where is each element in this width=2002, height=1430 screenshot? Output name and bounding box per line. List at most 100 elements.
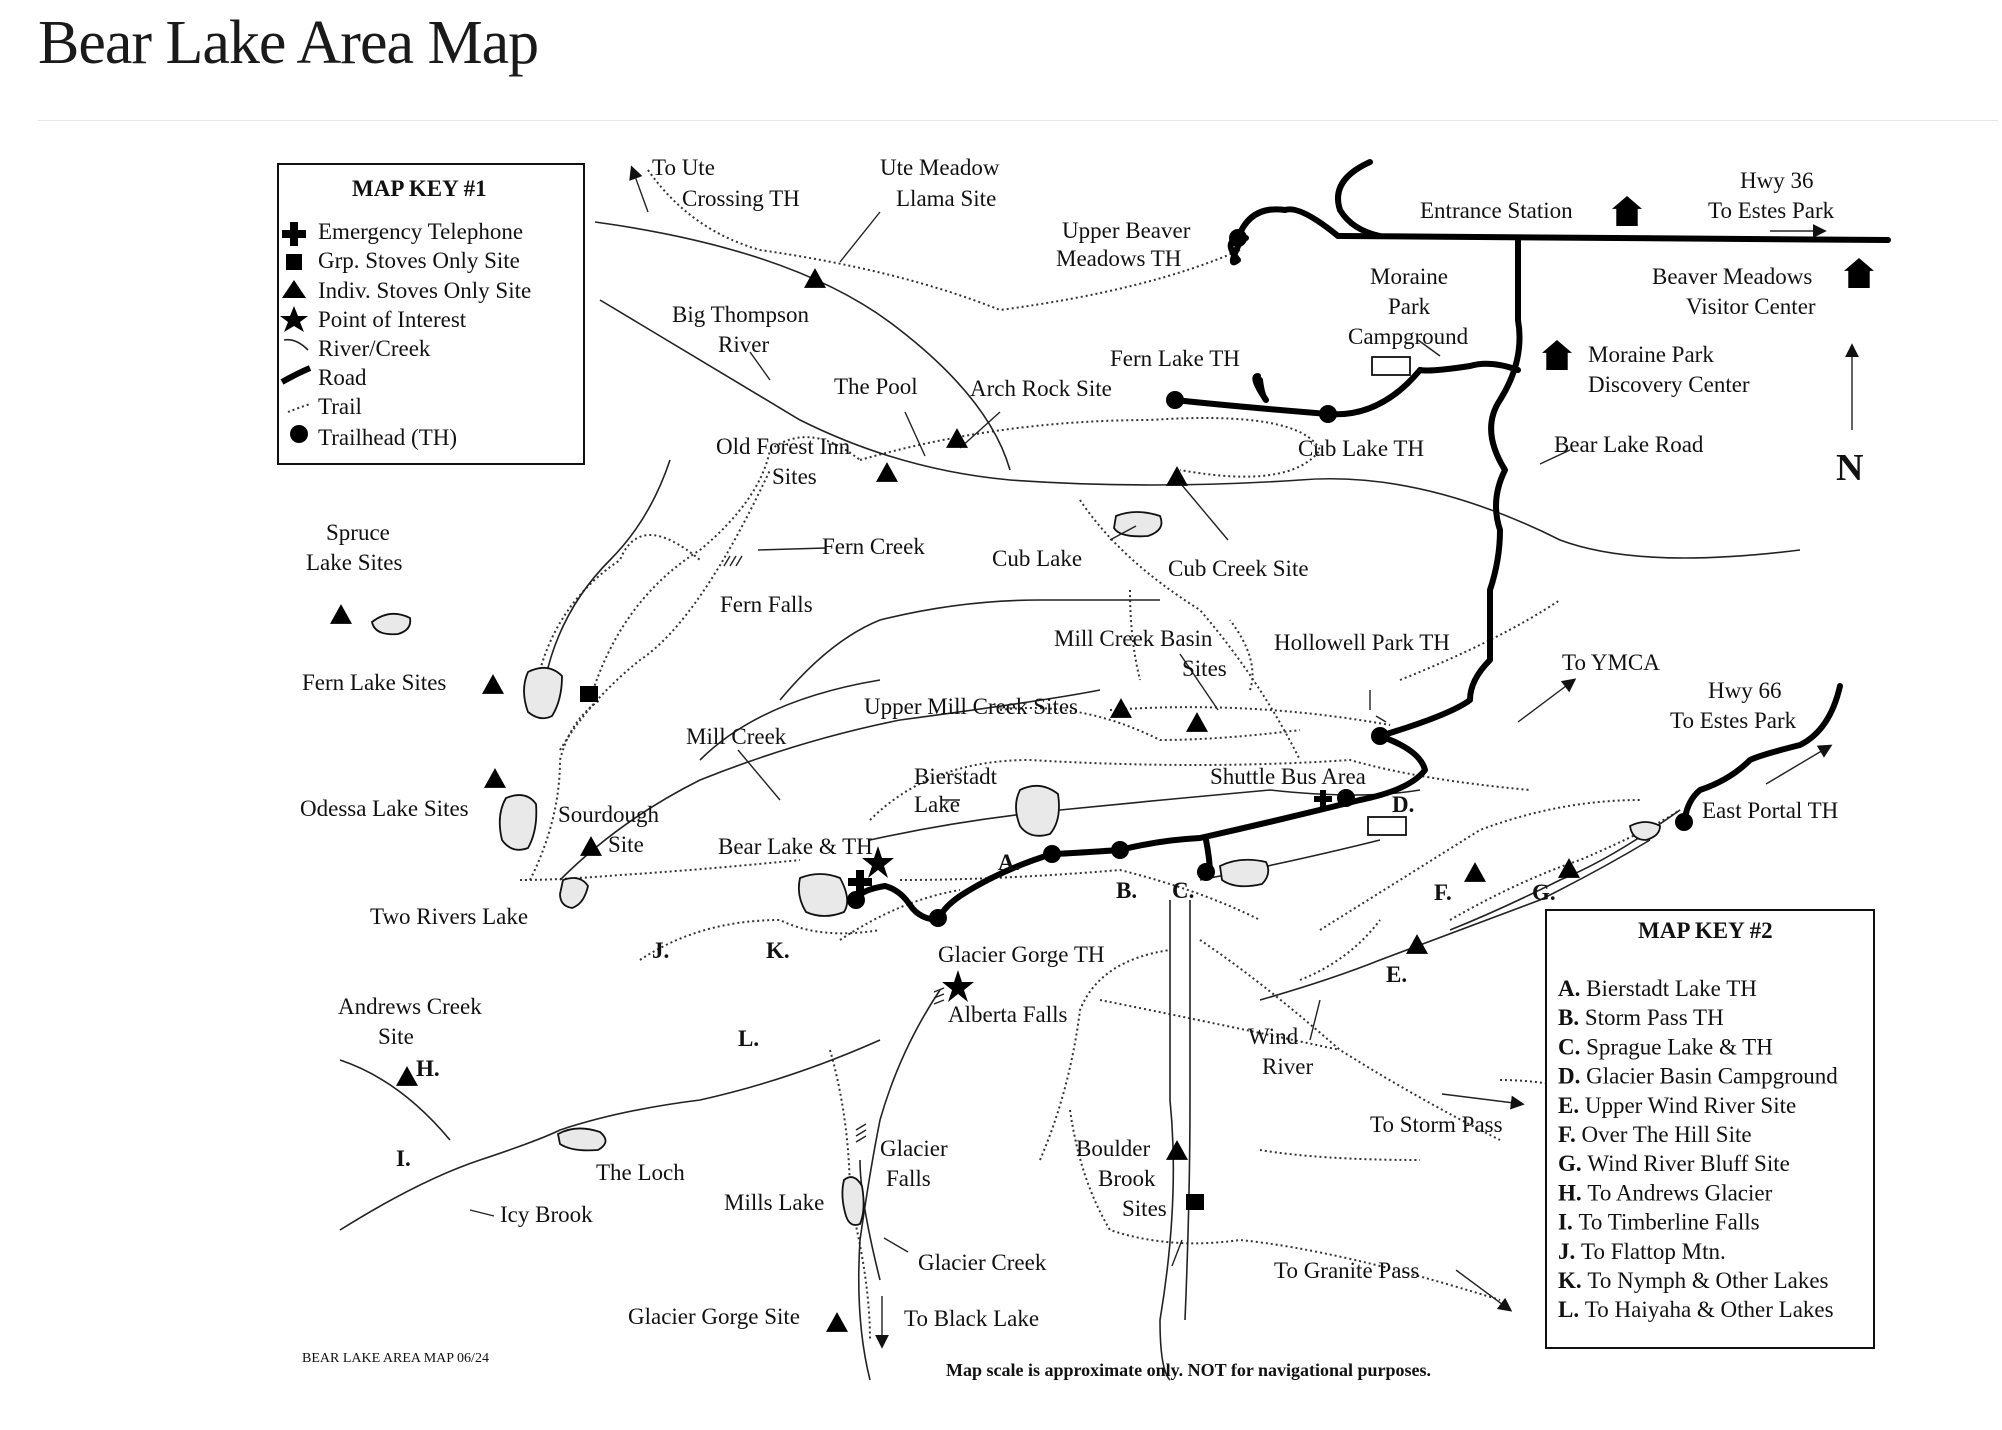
poi-star-alberta-falls bbox=[942, 970, 974, 1002]
label-to-ute-crossing-1: To Ute bbox=[652, 155, 715, 180]
site-boulder-brook bbox=[1166, 1140, 1188, 1160]
key2-row-text: To Flattop Mtn. bbox=[1581, 1239, 1726, 1264]
marker-j: J. bbox=[652, 938, 669, 963]
label-hwy66-1: Hwy 66 bbox=[1708, 678, 1781, 703]
label-to-ute-crossing-2: Crossing TH bbox=[682, 186, 800, 211]
label-fern-creek: Fern Creek bbox=[822, 534, 925, 559]
key1-point-of-interest: Point of Interest bbox=[318, 307, 467, 332]
trailhead-glacier-gorge bbox=[929, 909, 947, 927]
marker-h: H. bbox=[416, 1056, 440, 1081]
label-the-pool: The Pool bbox=[834, 374, 918, 399]
site-boulder-brook-grp bbox=[1186, 1194, 1204, 1210]
building-beaver-meadows-vc bbox=[1844, 258, 1874, 288]
label-moraine-dc-2: Discovery Center bbox=[1588, 372, 1750, 397]
map-key-1: MAP KEY #1 Emergency Telephone Grp. Stov… bbox=[277, 163, 585, 465]
key2-row-text: To Nymph & Other Lakes bbox=[1587, 1268, 1828, 1293]
label-wind-river-1: Wind bbox=[1248, 1024, 1299, 1049]
two-rivers-lake bbox=[559, 877, 589, 909]
key2-row-letter: G. bbox=[1558, 1151, 1587, 1176]
lakes bbox=[371, 511, 1661, 1226]
label-boulder-3: Sites bbox=[1122, 1196, 1167, 1221]
roads bbox=[853, 159, 1891, 923]
site-over-the-hill bbox=[1464, 862, 1486, 882]
label-mill-creek: Mill Creek bbox=[686, 724, 787, 749]
site-wind-river-bluff bbox=[1558, 858, 1580, 878]
label-glacier-falls-2: Falls bbox=[886, 1166, 931, 1191]
the-loch-lake bbox=[556, 1127, 607, 1152]
key2-row-11: K. To Nymph & Other Lakes bbox=[1558, 1268, 1829, 1293]
label-to-black-lake: To Black Lake bbox=[904, 1306, 1039, 1331]
label-spruce-1: Spruce bbox=[326, 520, 390, 545]
key2-row-letter: E. bbox=[1558, 1093, 1585, 1118]
trailhead-bear-lake bbox=[847, 891, 865, 909]
label-fern-falls: Fern Falls bbox=[720, 592, 813, 617]
points-of-interest bbox=[848, 196, 1874, 1002]
trailhead-bierstadt-lake bbox=[1043, 845, 1061, 863]
key2-row-3: C. Sprague Lake & TH bbox=[1558, 1034, 1773, 1059]
falls-marks bbox=[723, 555, 945, 1143]
key2-row-text: Wind River Bluff Site bbox=[1587, 1151, 1789, 1176]
label-to-granite-pass: To Granite Pass bbox=[1274, 1258, 1419, 1283]
bear-lake bbox=[797, 873, 849, 917]
key2-row-8: H. To Andrews Glacier bbox=[1558, 1180, 1773, 1205]
label-odessa: Odessa Lake Sites bbox=[300, 796, 469, 821]
label-cub-creek-site: Cub Creek Site bbox=[1168, 556, 1309, 581]
label-hwy36-1: Hwy 36 bbox=[1740, 168, 1813, 193]
label-cub-lake-th: Cub Lake TH bbox=[1298, 436, 1424, 461]
key2-row-letter: K. bbox=[1558, 1268, 1587, 1293]
key2-row-text: Sprague Lake & TH bbox=[1586, 1034, 1773, 1059]
direction-arrows bbox=[629, 165, 1859, 1349]
trailhead-shuttle-bus bbox=[1337, 789, 1355, 807]
key1-trail: Trail bbox=[318, 394, 362, 419]
label-glacier-gorge-th: Glacier Gorge TH bbox=[938, 942, 1104, 967]
label-arch-rock: Arch Rock Site bbox=[970, 376, 1112, 401]
poi-star-bear-lake bbox=[862, 846, 894, 878]
label-moraine-dc-1: Moraine Park bbox=[1588, 342, 1714, 367]
key2-row-letter: H. bbox=[1558, 1180, 1587, 1205]
label-mill-creek-basin-2: Sites bbox=[1182, 656, 1227, 681]
north-arrow-label: N bbox=[1836, 447, 1863, 489]
label-icy-brook: Icy Brook bbox=[500, 1202, 593, 1227]
trailhead-upper-beaver-meadows bbox=[1229, 229, 1247, 247]
trailhead-fern-lake bbox=[1166, 391, 1184, 409]
key2-row-9: I. To Timberline Falls bbox=[1558, 1210, 1760, 1235]
label-hwy36-2: To Estes Park bbox=[1708, 198, 1835, 223]
label-bear-lake-road: Bear Lake Road bbox=[1554, 432, 1704, 457]
trailhead-storm-pass bbox=[1111, 841, 1129, 859]
trailhead-sprague-lake bbox=[1197, 863, 1215, 881]
key2-row-letter: C. bbox=[1558, 1034, 1586, 1059]
marker-g: G. bbox=[1532, 880, 1556, 905]
label-old-forest-1: Old Forest Inn bbox=[716, 434, 851, 459]
page-title: Bear Lake Area Map bbox=[38, 9, 539, 77]
label-upper-mill-creek: Upper Mill Creek Sites bbox=[864, 694, 1078, 719]
label-old-forest-2: Sites bbox=[772, 464, 817, 489]
sprague-lake bbox=[1219, 858, 1270, 888]
label-beaver-vc-2: Visitor Center bbox=[1686, 294, 1816, 319]
label-big-thompson-2: River bbox=[718, 332, 769, 357]
marker-k: K. bbox=[766, 938, 790, 963]
trail-icon bbox=[287, 403, 311, 413]
key2-row-letter: L. bbox=[1558, 1297, 1585, 1322]
site-fern-lake-grp bbox=[580, 686, 598, 702]
label-entrance-station: Entrance Station bbox=[1420, 198, 1573, 223]
fern-lake bbox=[523, 666, 563, 720]
label-sourdough-2: Site bbox=[608, 832, 644, 857]
site-andrews-creek bbox=[396, 1066, 418, 1086]
site-old-forest-inn bbox=[876, 462, 898, 482]
label-shuttle-bus: Shuttle Bus Area bbox=[1210, 764, 1366, 789]
key2-row-text: Glacier Basin Campground bbox=[1586, 1064, 1838, 1089]
label-hollowell: Hollowell Park TH bbox=[1274, 630, 1450, 655]
map-key-2-title: MAP KEY #2 bbox=[1638, 918, 1773, 943]
cub-lake bbox=[1113, 511, 1163, 538]
trails bbox=[519, 169, 1681, 1341]
key2-row-10: J. To Flattop Mtn. bbox=[1558, 1239, 1726, 1264]
trailheads bbox=[847, 229, 1693, 927]
emergency-phone-shuttle bbox=[1314, 790, 1332, 808]
label-two-rivers: Two Rivers Lake bbox=[370, 904, 528, 929]
site-odessa-lake bbox=[484, 768, 506, 788]
site-spruce-lake bbox=[330, 604, 352, 624]
key2-row-text: Over The Hill Site bbox=[1581, 1122, 1751, 1147]
key1-grp-stoves: Grp. Stoves Only Site bbox=[318, 248, 520, 273]
key2-row-text: Upper Wind River Site bbox=[1585, 1093, 1796, 1118]
key2-row-text: To Andrews Glacier bbox=[1587, 1180, 1772, 1205]
